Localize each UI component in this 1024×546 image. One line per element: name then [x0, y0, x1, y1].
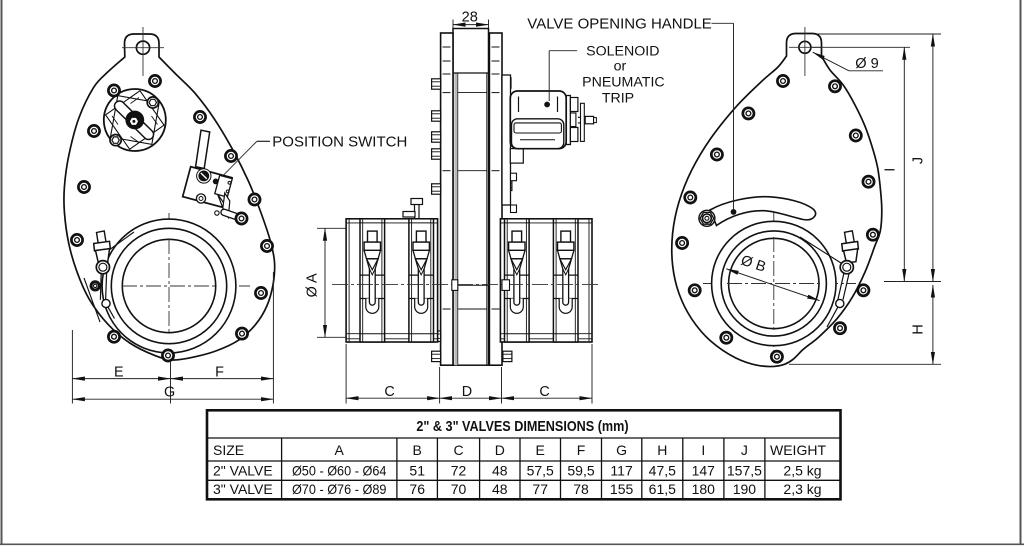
- svg-text:D: D: [462, 384, 472, 400]
- svg-text:2,3 kg: 2,3 kg: [783, 481, 821, 497]
- svg-text:59,5: 59,5: [567, 462, 594, 478]
- svg-text:F: F: [215, 365, 224, 381]
- svg-text:147: 147: [692, 462, 716, 478]
- svg-text:H: H: [657, 442, 667, 458]
- svg-text:TRIP: TRIP: [602, 90, 634, 106]
- svg-text:117: 117: [610, 462, 633, 478]
- svg-text:Ø50 - Ø60 - Ø64: Ø50 - Ø60 - Ø64: [292, 462, 387, 478]
- svg-text:G: G: [616, 442, 627, 458]
- svg-text:76: 76: [409, 481, 425, 497]
- svg-text:B: B: [413, 442, 422, 458]
- svg-text:48: 48: [492, 462, 508, 478]
- svg-text:48: 48: [492, 481, 508, 497]
- svg-text:WEIGHT: WEIGHT: [770, 442, 826, 458]
- svg-text:Ø70 - Ø76 - Ø89: Ø70 - Ø76 - Ø89: [292, 481, 387, 497]
- svg-text:51: 51: [409, 462, 425, 478]
- svg-text:77: 77: [532, 481, 548, 497]
- svg-text:I: I: [701, 442, 705, 458]
- svg-text:57,5: 57,5: [527, 462, 554, 478]
- svg-text:3" VALVE: 3" VALVE: [213, 481, 273, 497]
- svg-text:F: F: [577, 442, 586, 458]
- svg-text:I: I: [882, 168, 898, 172]
- svg-text:C: C: [453, 442, 463, 458]
- svg-text:190: 190: [733, 481, 757, 497]
- svg-text:H: H: [910, 324, 926, 334]
- svg-text:C: C: [384, 384, 394, 400]
- svg-text:A: A: [335, 442, 345, 458]
- svg-text:Ø A: Ø A: [305, 273, 321, 297]
- svg-text:SIZE: SIZE: [213, 442, 244, 458]
- svg-text:155: 155: [610, 481, 634, 497]
- svg-text:2" VALVE: 2" VALVE: [213, 462, 273, 478]
- svg-text:E: E: [114, 365, 124, 381]
- svg-text:J: J: [910, 157, 926, 164]
- svg-text:PNEUMATIC: PNEUMATIC: [582, 74, 665, 90]
- svg-text:SOLENOID: SOLENOID: [586, 43, 659, 59]
- svg-text:J: J: [741, 442, 748, 458]
- svg-text:2" & 3" VALVES DIMENSIONS (mm): 2" & 3" VALVES DIMENSIONS (mm): [416, 418, 628, 435]
- svg-text:POSITION SWITCH: POSITION SWITCH: [272, 133, 407, 150]
- svg-text:2,5 kg: 2,5 kg: [783, 462, 821, 478]
- svg-text:78: 78: [573, 481, 589, 497]
- svg-text:D: D: [495, 442, 505, 458]
- svg-text:47,5: 47,5: [649, 462, 676, 478]
- svg-text:28: 28: [462, 10, 478, 26]
- svg-text:Ø 9: Ø 9: [855, 56, 879, 72]
- svg-text:or: or: [614, 58, 627, 74]
- svg-text:157,5: 157,5: [727, 462, 762, 478]
- svg-text:Ø B: Ø B: [739, 253, 768, 276]
- svg-text:G: G: [164, 384, 175, 400]
- svg-text:VALVE OPENING HANDLE: VALVE OPENING HANDLE: [527, 16, 712, 33]
- svg-text:180: 180: [692, 481, 716, 497]
- svg-text:C: C: [539, 384, 549, 400]
- svg-text:E: E: [536, 442, 545, 458]
- svg-text:61,5: 61,5: [649, 481, 676, 497]
- svg-text:72: 72: [451, 462, 467, 478]
- svg-text:70: 70: [451, 481, 467, 497]
